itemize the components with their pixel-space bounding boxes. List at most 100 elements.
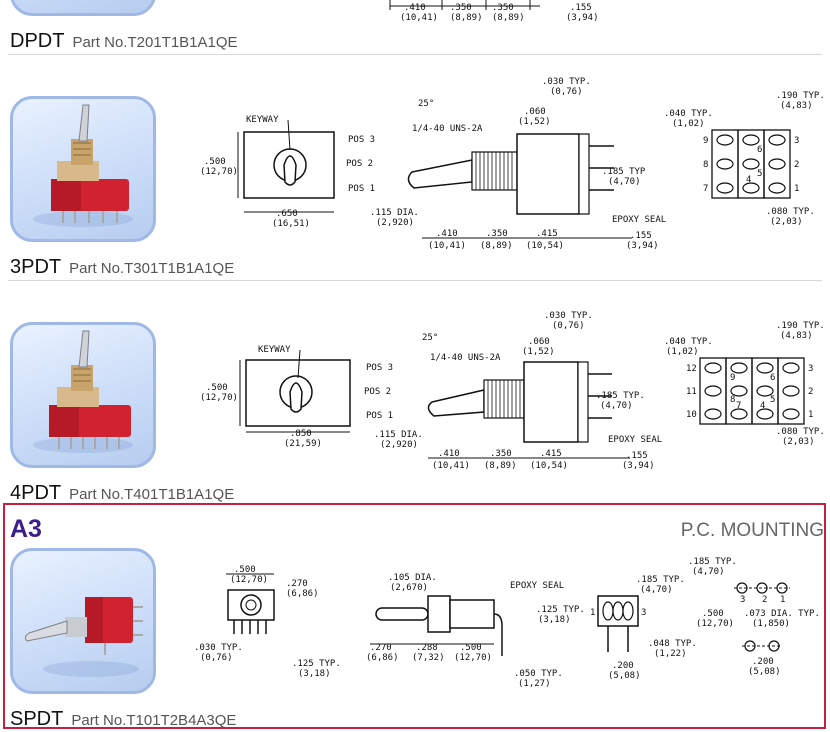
pin-3: 3 xyxy=(808,364,813,374)
dim-dia-mm: (2,920) xyxy=(376,218,414,228)
dim-350: .350 xyxy=(486,229,508,239)
thread-label: 1/4-40 UNS-2A xyxy=(430,353,501,363)
dim-060-mm: (1,52) xyxy=(522,347,555,357)
dim-410: .410 xyxy=(404,3,426,13)
pin-2: 2 xyxy=(794,160,799,170)
keyway-label: KEYWAY xyxy=(246,115,279,125)
dim-410: .410 xyxy=(438,449,460,459)
dim-s500-mm: (12,70) xyxy=(454,653,492,663)
section-badge: A3 xyxy=(10,515,42,543)
dim-350-mm: (8,89) xyxy=(480,241,513,251)
pin-9: 9 xyxy=(730,373,735,383)
dim-w: .650 xyxy=(276,209,298,219)
pin-10: 10 xyxy=(686,410,697,420)
pcb-pin-3: 3 xyxy=(740,595,745,605)
pin-1: 1 xyxy=(808,410,813,420)
dim-h-mm: (12,70) xyxy=(200,167,238,177)
dim-s288-mm: (7,32) xyxy=(412,653,445,663)
dim-060: .060 xyxy=(528,337,550,347)
pin-12: 12 xyxy=(686,364,697,374)
dim-410-mm: (10,41) xyxy=(432,461,470,471)
dim-190-mm: (4,83) xyxy=(780,101,813,111)
dim-080-mm: (2,03) xyxy=(770,217,803,227)
part-number: Part No.T201T1B1A1QE xyxy=(72,34,238,51)
dim-s270-mm: (6,86) xyxy=(366,653,399,663)
dim-060-mm: (1,52) xyxy=(518,117,551,127)
dim-p500-mm: (12,70) xyxy=(696,619,734,629)
dim-185-mm: (4,70) xyxy=(600,401,633,411)
dim-155-mm: (3,94) xyxy=(626,241,659,251)
dim-415: .415 xyxy=(540,449,562,459)
dim-d030: .030 TYP. xyxy=(194,643,243,653)
dim-415-mm: (10,54) xyxy=(526,241,564,251)
spdt-product-image xyxy=(10,548,156,694)
thread-label: 1/4-40 UNS-2A xyxy=(412,124,483,134)
dim-185: .185 TYP. xyxy=(596,391,645,401)
dim-dia105-mm: (2,670) xyxy=(390,583,428,593)
dim-w-mm: (16,51) xyxy=(272,219,310,229)
dim-030: .030 TYP. xyxy=(542,77,591,87)
dim-t048: .048 TYP. xyxy=(648,639,697,649)
pin-11: 11 xyxy=(686,387,697,397)
dim-190: .190 TYP. xyxy=(776,321,825,331)
dim-190: .190 TYP. xyxy=(776,91,825,101)
pin-1: 1 xyxy=(590,608,595,618)
dim-185-mm: (4,70) xyxy=(608,177,641,187)
dim-080-mm: (2,03) xyxy=(782,437,815,447)
dim-190-mm: (4,83) xyxy=(780,331,813,341)
dim-p073: .073 DIA. TYP. xyxy=(744,609,820,619)
dim-h270: .270 xyxy=(286,579,308,589)
pos2-label: POS 2 xyxy=(364,387,391,397)
epoxy-label: EPOXY SEAL xyxy=(510,581,564,591)
dpdt-product-image xyxy=(10,0,156,16)
dim-030: .030 TYP. xyxy=(544,311,593,321)
dim-h270-mm: (6,86) xyxy=(286,589,319,599)
angle-label: 25° xyxy=(422,333,438,343)
dim-h: .500 xyxy=(206,383,228,393)
dim-p200: .200 xyxy=(752,657,774,667)
highlight-frame xyxy=(3,503,826,729)
dim-030-mm: (0,76) xyxy=(552,321,585,331)
dim-dia-mm: (2,920) xyxy=(380,440,418,450)
divider xyxy=(8,280,822,281)
dim-080: .080 TYP. xyxy=(776,427,825,437)
dim-p500: .500 xyxy=(702,609,724,619)
dim-040: .040 TYP. xyxy=(664,337,713,347)
pin-8: 8 xyxy=(730,395,735,405)
model-name: DPDT xyxy=(10,30,65,52)
dim-w: .850 xyxy=(290,429,312,439)
epoxy-label: EPOXY SEAL xyxy=(612,215,666,225)
pin-8: 8 xyxy=(703,160,708,170)
dim-415-mm: (10,54) xyxy=(530,461,568,471)
part-number: Part No.T101T2B4A3QE xyxy=(71,712,237,729)
dim-155: .155 xyxy=(626,451,648,461)
dim-350-b-mm: (8,89) xyxy=(492,13,525,23)
dim-040-mm: (1,02) xyxy=(666,347,699,357)
epoxy-label: EPOXY SEAL xyxy=(608,435,662,445)
dim-dia: .115 DIA. xyxy=(374,430,423,440)
pin-9: 9 xyxy=(703,136,708,146)
mounting-type-label: P.C. MOUNTING xyxy=(680,520,824,541)
dim-t185: .185 TYP. xyxy=(636,575,685,585)
dim-s500: .500 xyxy=(460,643,482,653)
pos3-label: POS 3 xyxy=(366,363,393,373)
dim-155: .155 xyxy=(630,231,652,241)
model-name: 3PDT xyxy=(10,256,62,278)
dim-415: .415 xyxy=(536,229,558,239)
dim-p185-mm: (4,70) xyxy=(692,567,725,577)
dim-h: .500 xyxy=(204,157,226,167)
dim-p073-mm: (1,850) xyxy=(752,619,790,629)
3pdt-dimension-drawing: KEYWAY .500 (12,70) .650 (16,51) 25° POS… xyxy=(200,77,825,251)
dim-155-mm: (3,94) xyxy=(622,461,655,471)
dim-s050: .050 TYP. xyxy=(514,669,563,679)
dim-060: .060 xyxy=(524,107,546,117)
dim-350-mm: (8,89) xyxy=(484,461,517,471)
4pdt-product-image xyxy=(10,322,156,468)
divider xyxy=(8,54,822,55)
dim-080: .080 TYP. xyxy=(766,207,815,217)
dim-410-mm: (10,41) xyxy=(428,241,466,251)
dim-030-mm: (0,76) xyxy=(550,87,583,97)
pin-6: 6 xyxy=(757,145,762,155)
